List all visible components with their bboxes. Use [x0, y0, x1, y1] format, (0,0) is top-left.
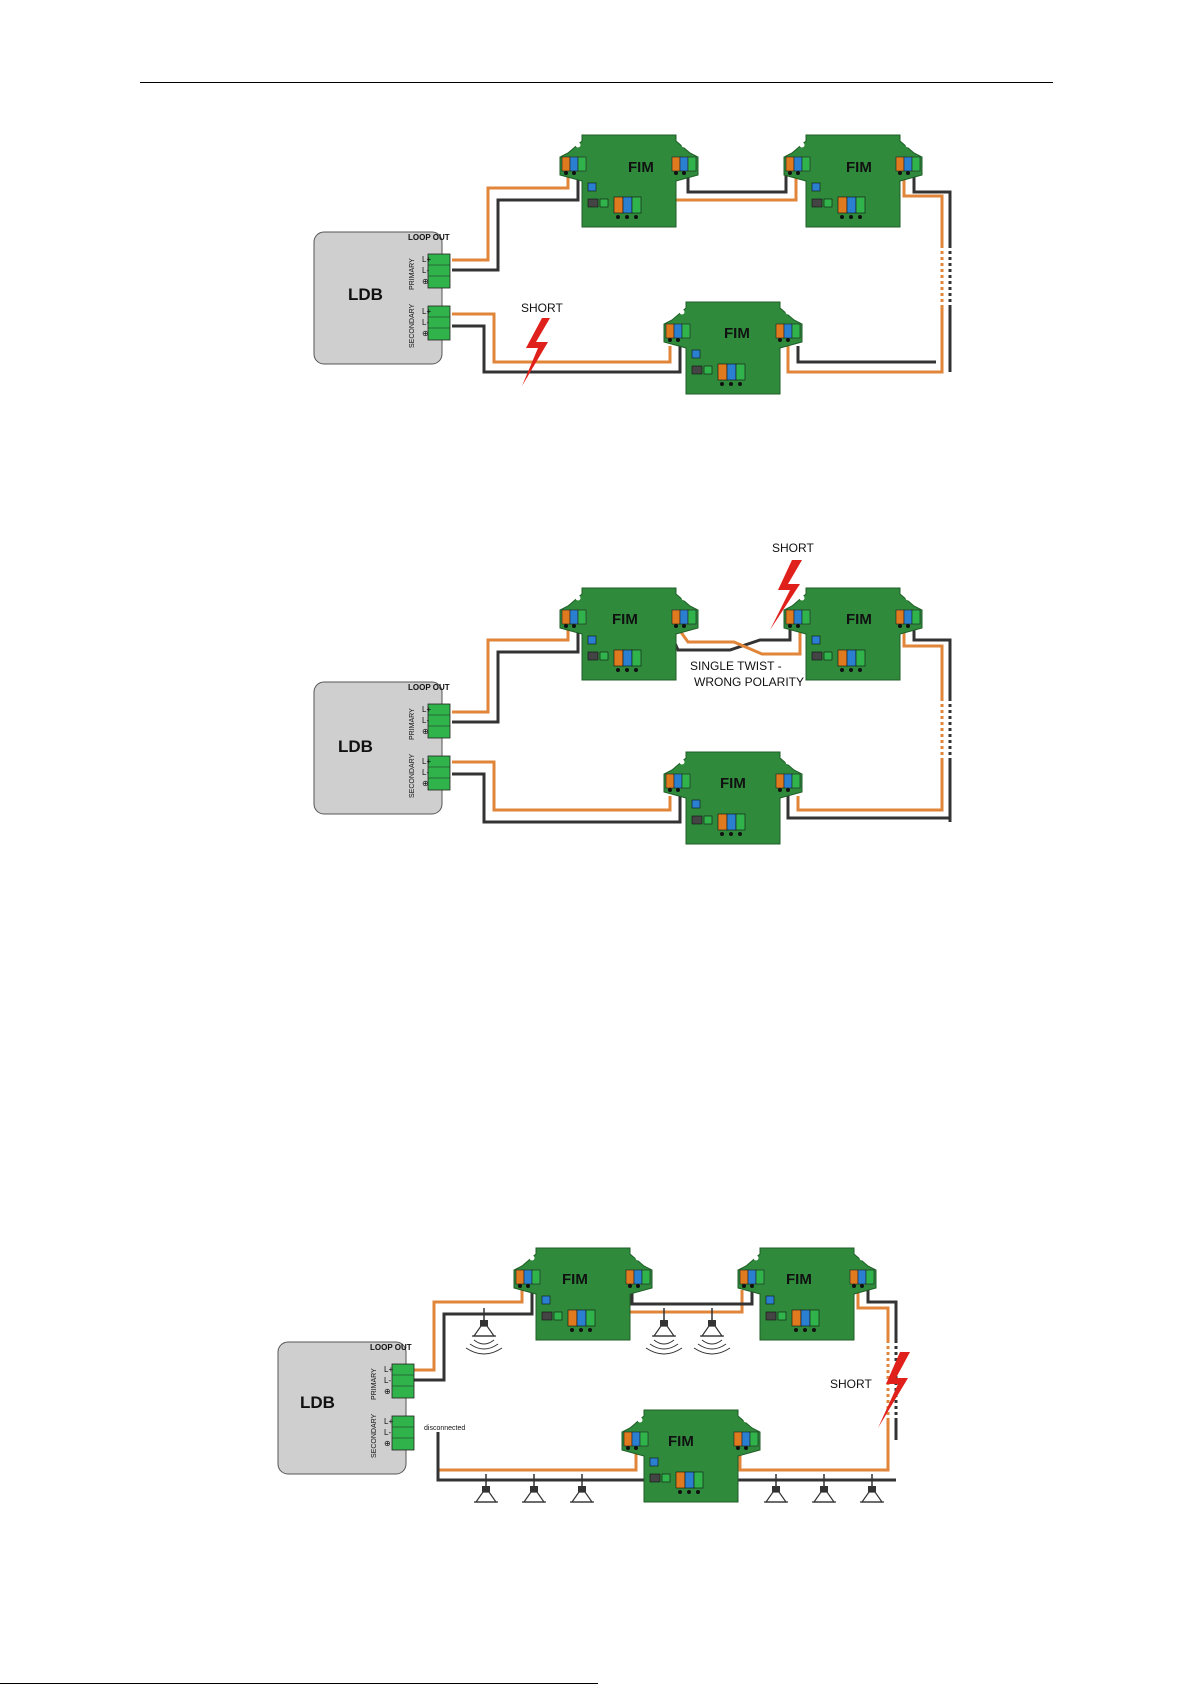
ground-label-2: ⊕ — [384, 1439, 391, 1448]
loop-out-label: LOOP OUT — [370, 1343, 412, 1352]
l-plus-label-2: L+ — [422, 757, 431, 766]
fim-label: FIM — [720, 775, 746, 792]
ground-label: ⊕ — [422, 727, 429, 736]
fim-label: FIM — [846, 159, 872, 176]
single-twist-label-line1: SINGLE TWIST - — [690, 659, 782, 673]
l-minus-label: L- — [422, 716, 429, 725]
ldb-label: LDB — [300, 1393, 335, 1412]
l-plus-label: L+ — [422, 705, 431, 714]
fim-label: FIM — [628, 159, 654, 176]
secondary-label: SECONDARY — [409, 753, 416, 798]
ground-label: ⊕ — [422, 277, 429, 286]
ground-label: ⊕ — [384, 1387, 391, 1396]
l-plus-label-2: L+ — [422, 307, 431, 316]
single-twist-label-line2: WRONG POLARITY — [694, 675, 804, 689]
primary-label: PRIMARY — [371, 1368, 378, 1400]
fim-label: FIM — [562, 1271, 588, 1288]
ground-label-2: ⊕ — [422, 329, 429, 338]
l-plus-label: L+ — [422, 255, 431, 264]
primary-label: PRIMARY — [409, 258, 416, 290]
fim-label: FIM — [668, 1433, 694, 1450]
fim-label: FIM — [724, 325, 750, 342]
short-label: SHORT — [772, 541, 814, 555]
short-label: SHORT — [830, 1377, 872, 1391]
fim-label: FIM — [846, 611, 872, 628]
diagram-2: LDB LOOP OUT L+ L- ⊕ L+ L- ⊕ PRIMARY SEC… — [314, 541, 954, 844]
disconnected-label: disconnected — [424, 1425, 465, 1432]
short-label: SHORT — [521, 301, 563, 315]
secondary-label: SECONDARY — [371, 1413, 378, 1458]
l-minus-label-2: L- — [422, 318, 429, 327]
l-plus-label: L+ — [384, 1365, 393, 1374]
secondary-label: SECONDARY — [409, 303, 416, 348]
ground-label-2: ⊕ — [422, 779, 429, 788]
loop-out-label: LOOP OUT — [408, 683, 450, 692]
primary-label: PRIMARY — [409, 708, 416, 740]
l-plus-label-2: L+ — [384, 1417, 393, 1426]
fim-label: FIM — [786, 1271, 812, 1288]
l-minus-label: L- — [422, 266, 429, 275]
ldb-label: LDB — [338, 737, 373, 756]
diagram-3: LDB LOOP OUT L+ L- ⊕ L+ L- ⊕ PRIMARY SEC… — [278, 1248, 910, 1502]
lightning-icon — [522, 318, 550, 386]
fim-label: FIM — [612, 611, 638, 628]
diagram-1: LDB LOOP OUT L+ L- ⊕ L+ L- ⊕ PRIMARY SEC… — [314, 135, 954, 394]
ldb-label: LDB — [348, 285, 383, 304]
l-minus-label-2: L- — [422, 768, 429, 777]
loop-out-label: LOOP OUT — [408, 233, 450, 242]
l-minus-label-2: L- — [384, 1428, 391, 1437]
l-minus-label: L- — [384, 1376, 391, 1385]
